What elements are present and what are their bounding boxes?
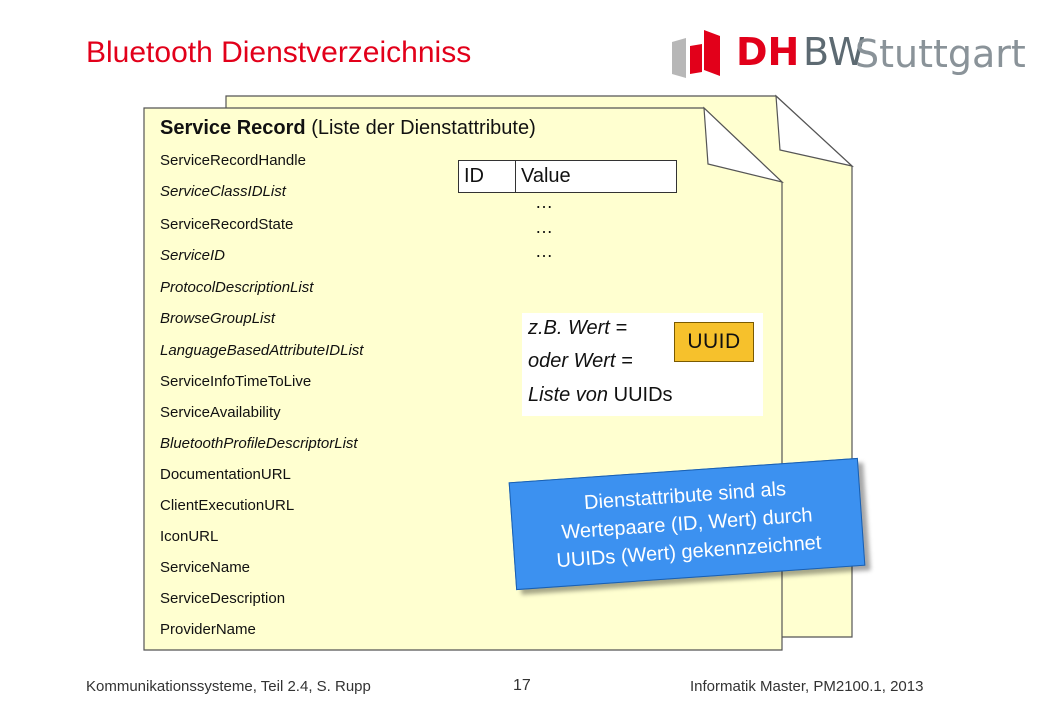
front-page-fold [703, 106, 785, 184]
service-record-title-bold: Service Record [160, 117, 306, 139]
attribute-item: ServiceRecordHandle [160, 152, 306, 169]
service-record-title: Service Record (Liste der Dienstattribut… [160, 117, 536, 140]
example-line-1: z.B. Wert = [528, 317, 627, 340]
dhbw-logo: DH BW Stuttgart [668, 28, 1026, 84]
attribute-item: ServiceInfoTimeToLive [160, 373, 312, 390]
attribute-item: ServiceRecordState [160, 216, 294, 233]
attribute-item: ProtocolDescriptionList [160, 279, 314, 296]
example-line-3-rest: UUIDs [613, 384, 673, 406]
slide-title: Bluetooth Dienstverzeichniss [86, 36, 472, 69]
attribute-item: ClientExecutionURL [160, 497, 295, 514]
ellipsis-row: … [535, 241, 553, 261]
back-page-fold [775, 94, 855, 168]
attribute-item: BluetoothProfileDescriptorList [160, 435, 358, 452]
example-line-1-text: z.B. Wert = [528, 317, 628, 339]
example-line-2-text: oder Wert = [528, 350, 633, 372]
logo-city-text: Stuttgart [855, 32, 1026, 76]
footer-left: Kommunikationssysteme, Teil 2.4, S. Rupp [86, 678, 371, 695]
attribute-item: ServiceAvailability [160, 404, 281, 421]
page-number: 17 [513, 677, 531, 694]
footer-right: Informatik Master, PM2100.1, 2013 [690, 678, 924, 695]
attribute-item: ServiceName [160, 559, 251, 576]
logo-bw-text: BW [803, 30, 866, 74]
attribute-item: DocumentationURL [160, 466, 291, 483]
ellipsis-row: … [535, 217, 553, 237]
attribute-item: LanguageBasedAttributeIDList [160, 342, 364, 359]
logo-dh-text: DH [736, 30, 800, 74]
id-value-table: ID Value [458, 160, 677, 193]
example-line-3-italic: Liste von [528, 384, 609, 406]
attribute-item: ProviderName [160, 621, 256, 638]
attribute-item: ServiceDescription [160, 590, 286, 607]
value-header: Value [521, 165, 571, 187]
dhbw-logo-mark-icon [672, 30, 720, 78]
service-record-title-rest: (Liste der Dienstattribute) [311, 117, 536, 139]
attribute-item: ServiceClassIDList [160, 183, 286, 200]
attribute-item: ServiceID [160, 247, 226, 264]
example-line-3: Liste von UUIDs [528, 384, 673, 407]
id-header: ID [459, 161, 516, 192]
attribute-item: BrowseGroupList [160, 310, 276, 327]
ellipsis-row: … [535, 192, 553, 212]
uuid-badge: UUID [674, 322, 754, 362]
attribute-item: IconURL [160, 528, 219, 545]
example-line-2: oder Wert = [528, 350, 633, 373]
